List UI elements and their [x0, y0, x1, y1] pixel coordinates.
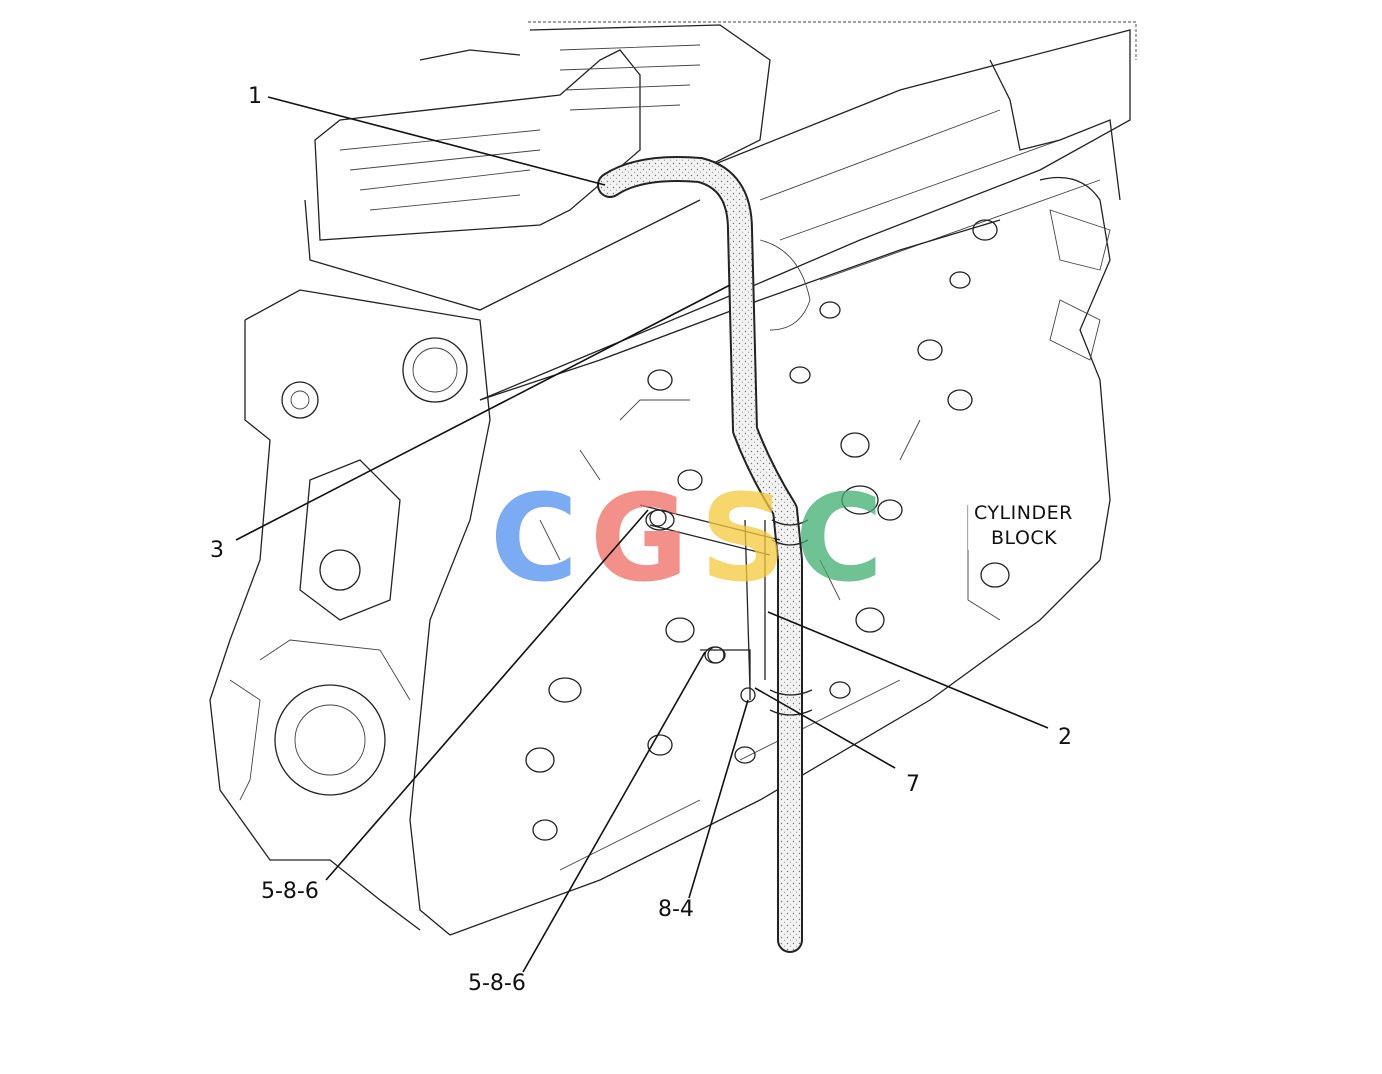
- callout-5-8-6-upper: 5-8-6: [261, 879, 319, 904]
- cylinder-block-label-line1: CYLINDER: [974, 502, 1073, 524]
- watermark-letter: C: [490, 470, 578, 609]
- leader-lines: [235, 96, 1049, 973]
- callout-3: 3: [210, 538, 224, 563]
- leader-line-1: [267, 96, 606, 186]
- watermark-letter: C: [795, 470, 883, 609]
- leader-line-3: [235, 284, 731, 541]
- leader-line-5-8-6-lower: [522, 651, 706, 973]
- leader-line-8-4: [688, 699, 749, 899]
- callout-8-4: 8-4: [658, 897, 694, 922]
- watermark: C G S C: [490, 470, 883, 609]
- leader-line-7: [754, 687, 896, 769]
- callout-1: 1: [248, 84, 262, 109]
- callout-5-8-6-lower: 5-8-6: [468, 971, 526, 996]
- engine-block-drawing: [209, 21, 1137, 936]
- cylinder-block-label: CYLINDER BLOCK: [968, 498, 1086, 550]
- callout-2: 2: [1058, 725, 1072, 750]
- watermark-letter: G: [590, 470, 689, 609]
- watermark-letter: S: [700, 470, 786, 609]
- leader-line-2: [767, 611, 1049, 729]
- callout-7: 7: [906, 772, 920, 797]
- leader-line-5-8-6-upper: [325, 509, 649, 881]
- breather-tube: [597, 156, 813, 953]
- cylinder-block-label-line2: BLOCK: [991, 527, 1057, 549]
